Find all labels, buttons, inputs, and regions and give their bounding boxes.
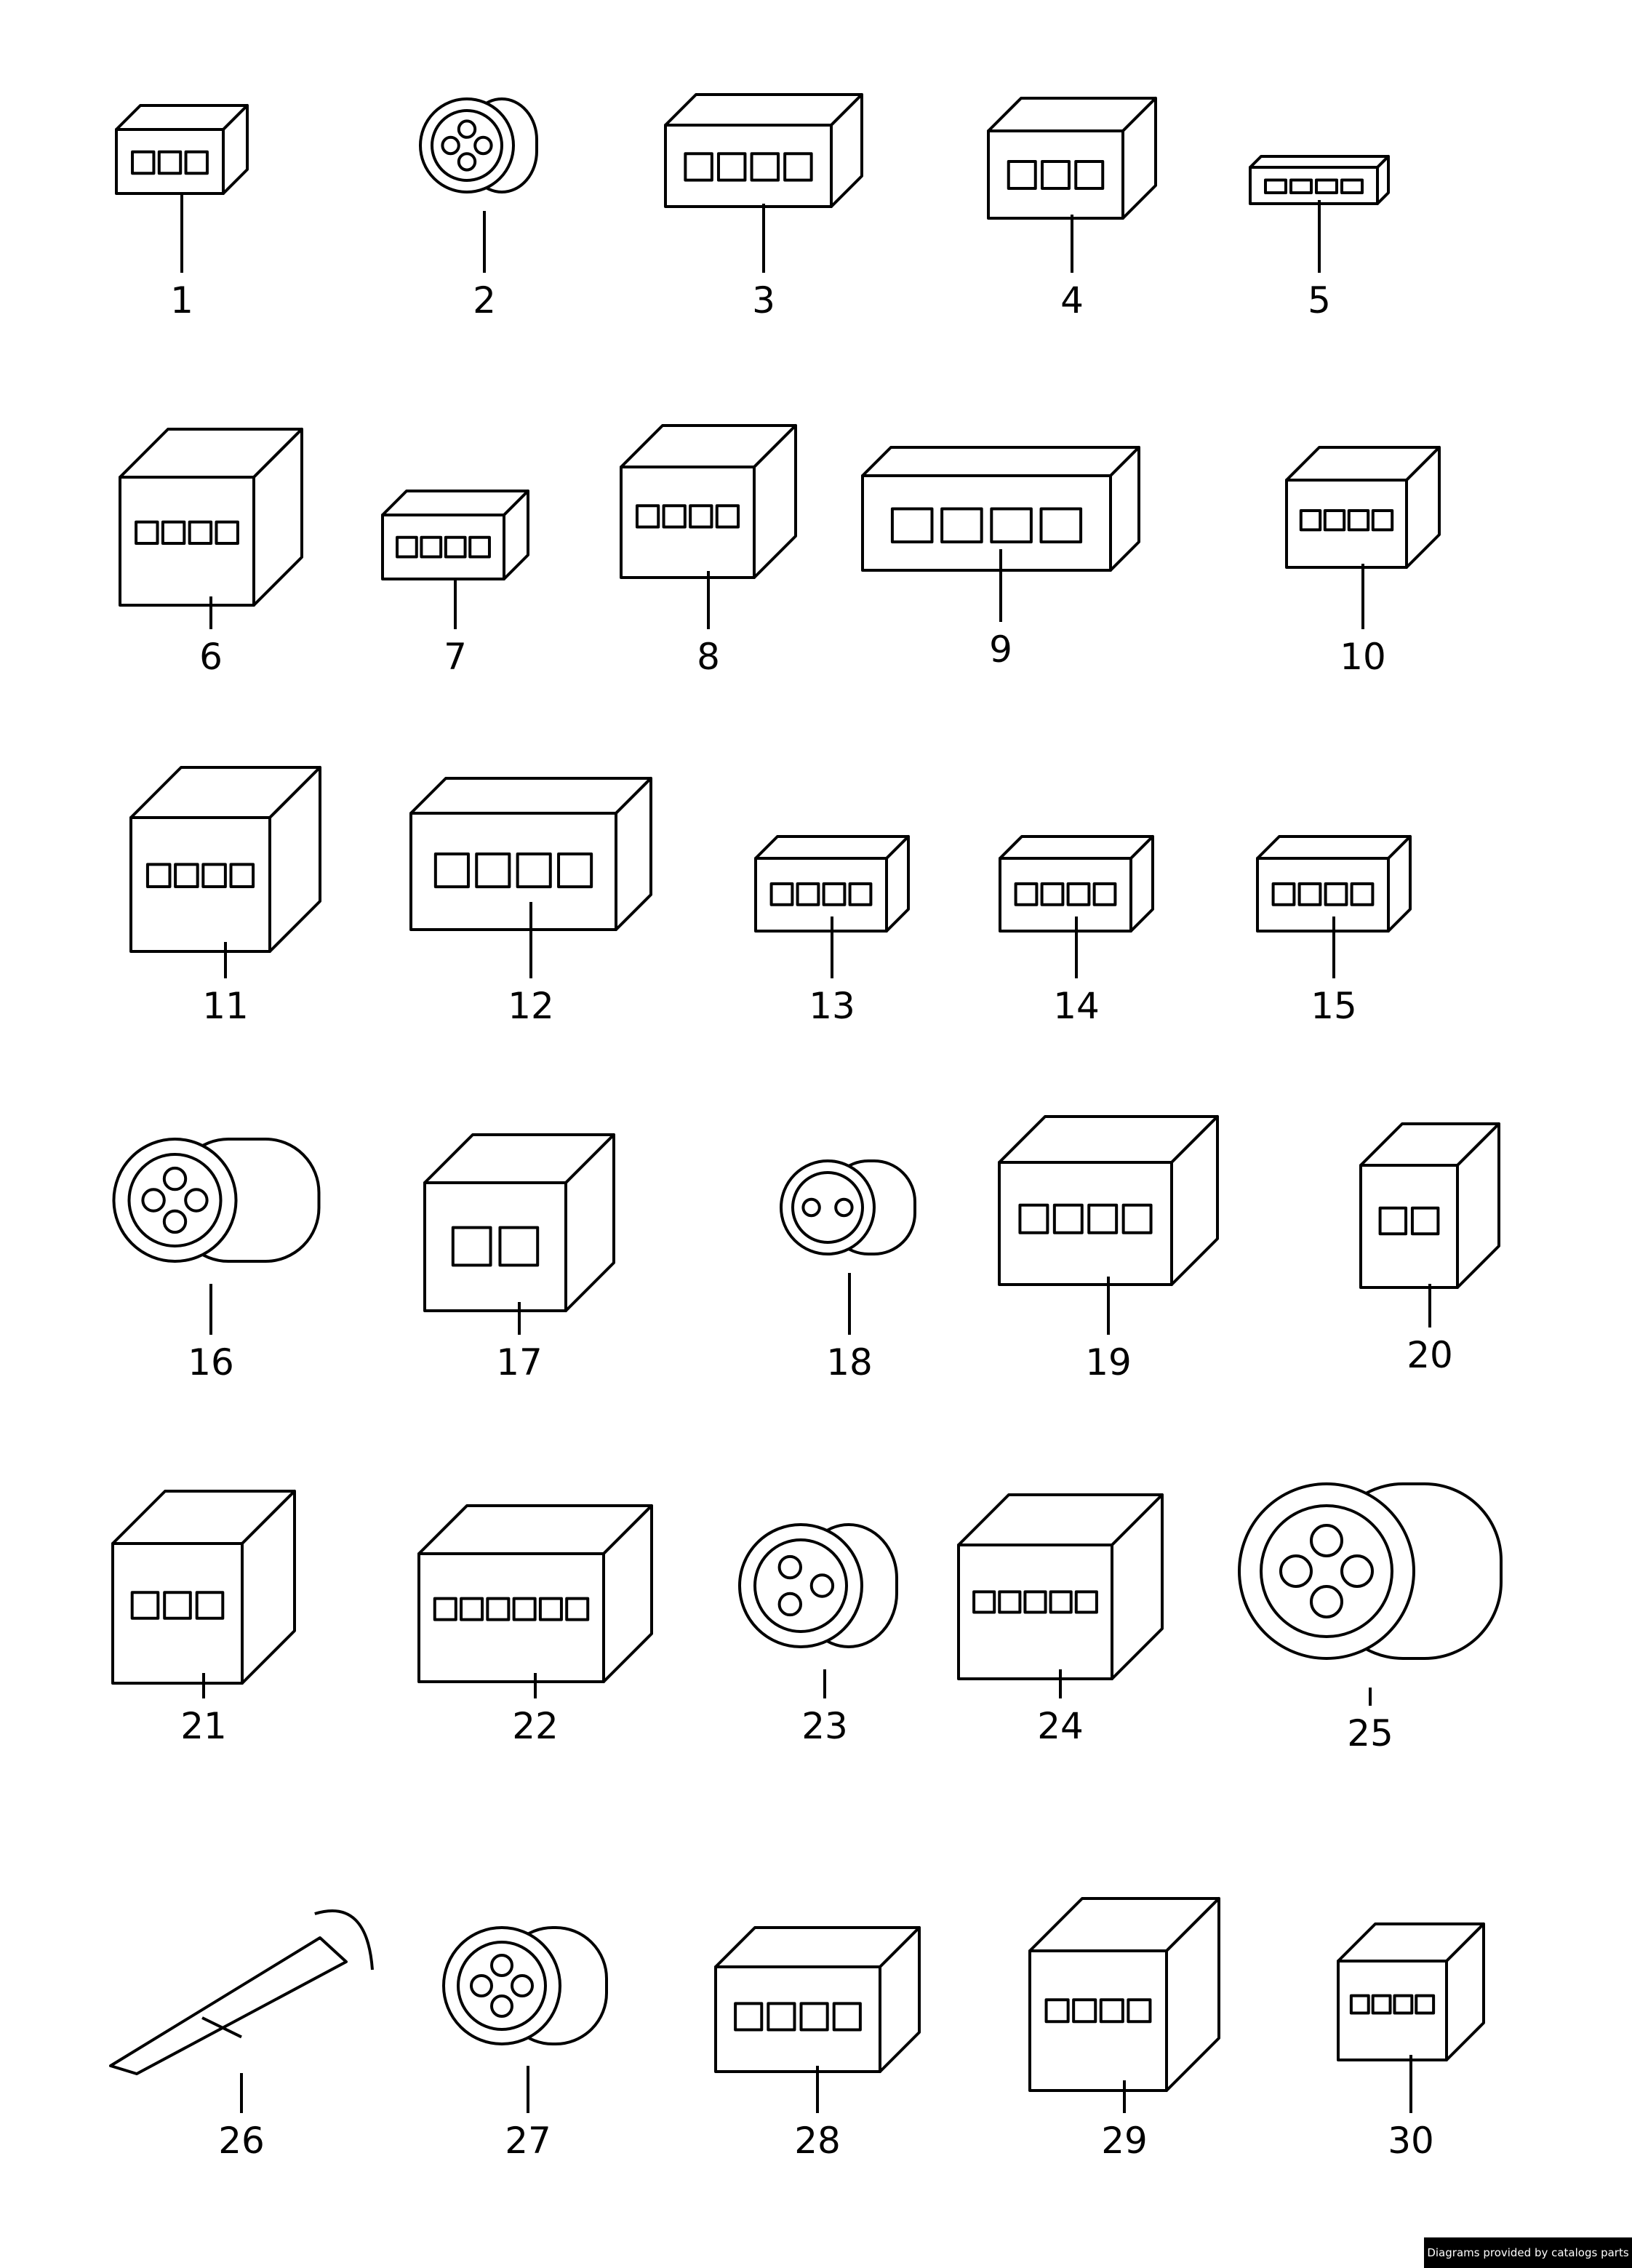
part-number-label: 14 [1053, 985, 1100, 1027]
connector-part-20 [1359, 1122, 1500, 1289]
connector-part-22 [417, 1504, 653, 1683]
connector-part-2 [419, 97, 538, 193]
connector-part-14 [999, 835, 1154, 933]
part-number-label: 30 [1388, 2120, 1434, 2162]
part-number-label: 22 [512, 1705, 559, 1747]
connector-part-9 [861, 446, 1140, 572]
connector-part-3 [664, 93, 863, 208]
connector-part-11 [129, 766, 321, 953]
connector-part-17 [423, 1133, 615, 1312]
part-number-label: 24 [1037, 1705, 1084, 1747]
part-number-label: 26 [218, 2120, 265, 2162]
part-number-label: 4 [1060, 279, 1084, 322]
part-number-label: 1 [170, 279, 193, 322]
connector-part-8 [620, 424, 797, 579]
connector-part-27 [442, 1926, 608, 2045]
part-number-label: 18 [826, 1341, 873, 1383]
part-number-label: 12 [508, 985, 554, 1027]
connector-part-18 [780, 1159, 916, 1255]
connector-part-13 [754, 835, 910, 933]
part-number-label: 6 [199, 636, 223, 678]
connector-part-1 [115, 104, 249, 195]
part-number-label: 19 [1085, 1341, 1132, 1383]
part-number-label: 21 [180, 1705, 227, 1747]
part-number-label: 10 [1340, 636, 1386, 678]
connector-part-21 [111, 1490, 296, 1685]
part-number-label: 13 [809, 985, 855, 1027]
connector-part-24 [957, 1493, 1164, 1680]
part-number-label: 27 [505, 2120, 551, 2162]
part-number-label: 28 [794, 2120, 841, 2162]
part-number-label: 7 [444, 636, 467, 678]
connector-part-15 [1256, 835, 1412, 933]
part-number-label: 2 [473, 279, 496, 322]
connector-part-5 [1249, 155, 1390, 205]
part-number-label: 11 [202, 985, 249, 1027]
part-number-label: 5 [1308, 279, 1331, 322]
connector-part-10 [1285, 446, 1441, 569]
connector-part-28 [714, 1926, 921, 2073]
part-number-label: 23 [801, 1705, 848, 1747]
connector-part-7 [381, 490, 529, 580]
part-number-label: 8 [697, 636, 720, 678]
part-number-label: 9 [989, 628, 1012, 671]
connector-part-25 [1238, 1482, 1503, 1660]
connector-part-19 [998, 1115, 1219, 1286]
part-number-label: 3 [752, 279, 775, 322]
connector-part-26 [109, 1909, 374, 2075]
connector-part-29 [1028, 1897, 1220, 2092]
connector-part-30 [1337, 1922, 1485, 2061]
part-number-label: 20 [1407, 1334, 1453, 1376]
connector-part-4 [987, 97, 1157, 220]
part-number-label: 25 [1347, 1712, 1393, 1754]
part-number-label: 16 [188, 1341, 234, 1383]
part-number-label: 29 [1101, 2120, 1148, 2162]
connector-part-12 [409, 777, 652, 931]
connector-part-23 [738, 1523, 898, 1648]
connector-part-6 [119, 428, 303, 607]
connector-part-16 [112, 1138, 321, 1263]
footer-credit: Diagrams provided by catalogs parts [1424, 2237, 1632, 2268]
part-number-label: 15 [1311, 985, 1357, 1027]
part-number-label: 17 [496, 1341, 543, 1383]
